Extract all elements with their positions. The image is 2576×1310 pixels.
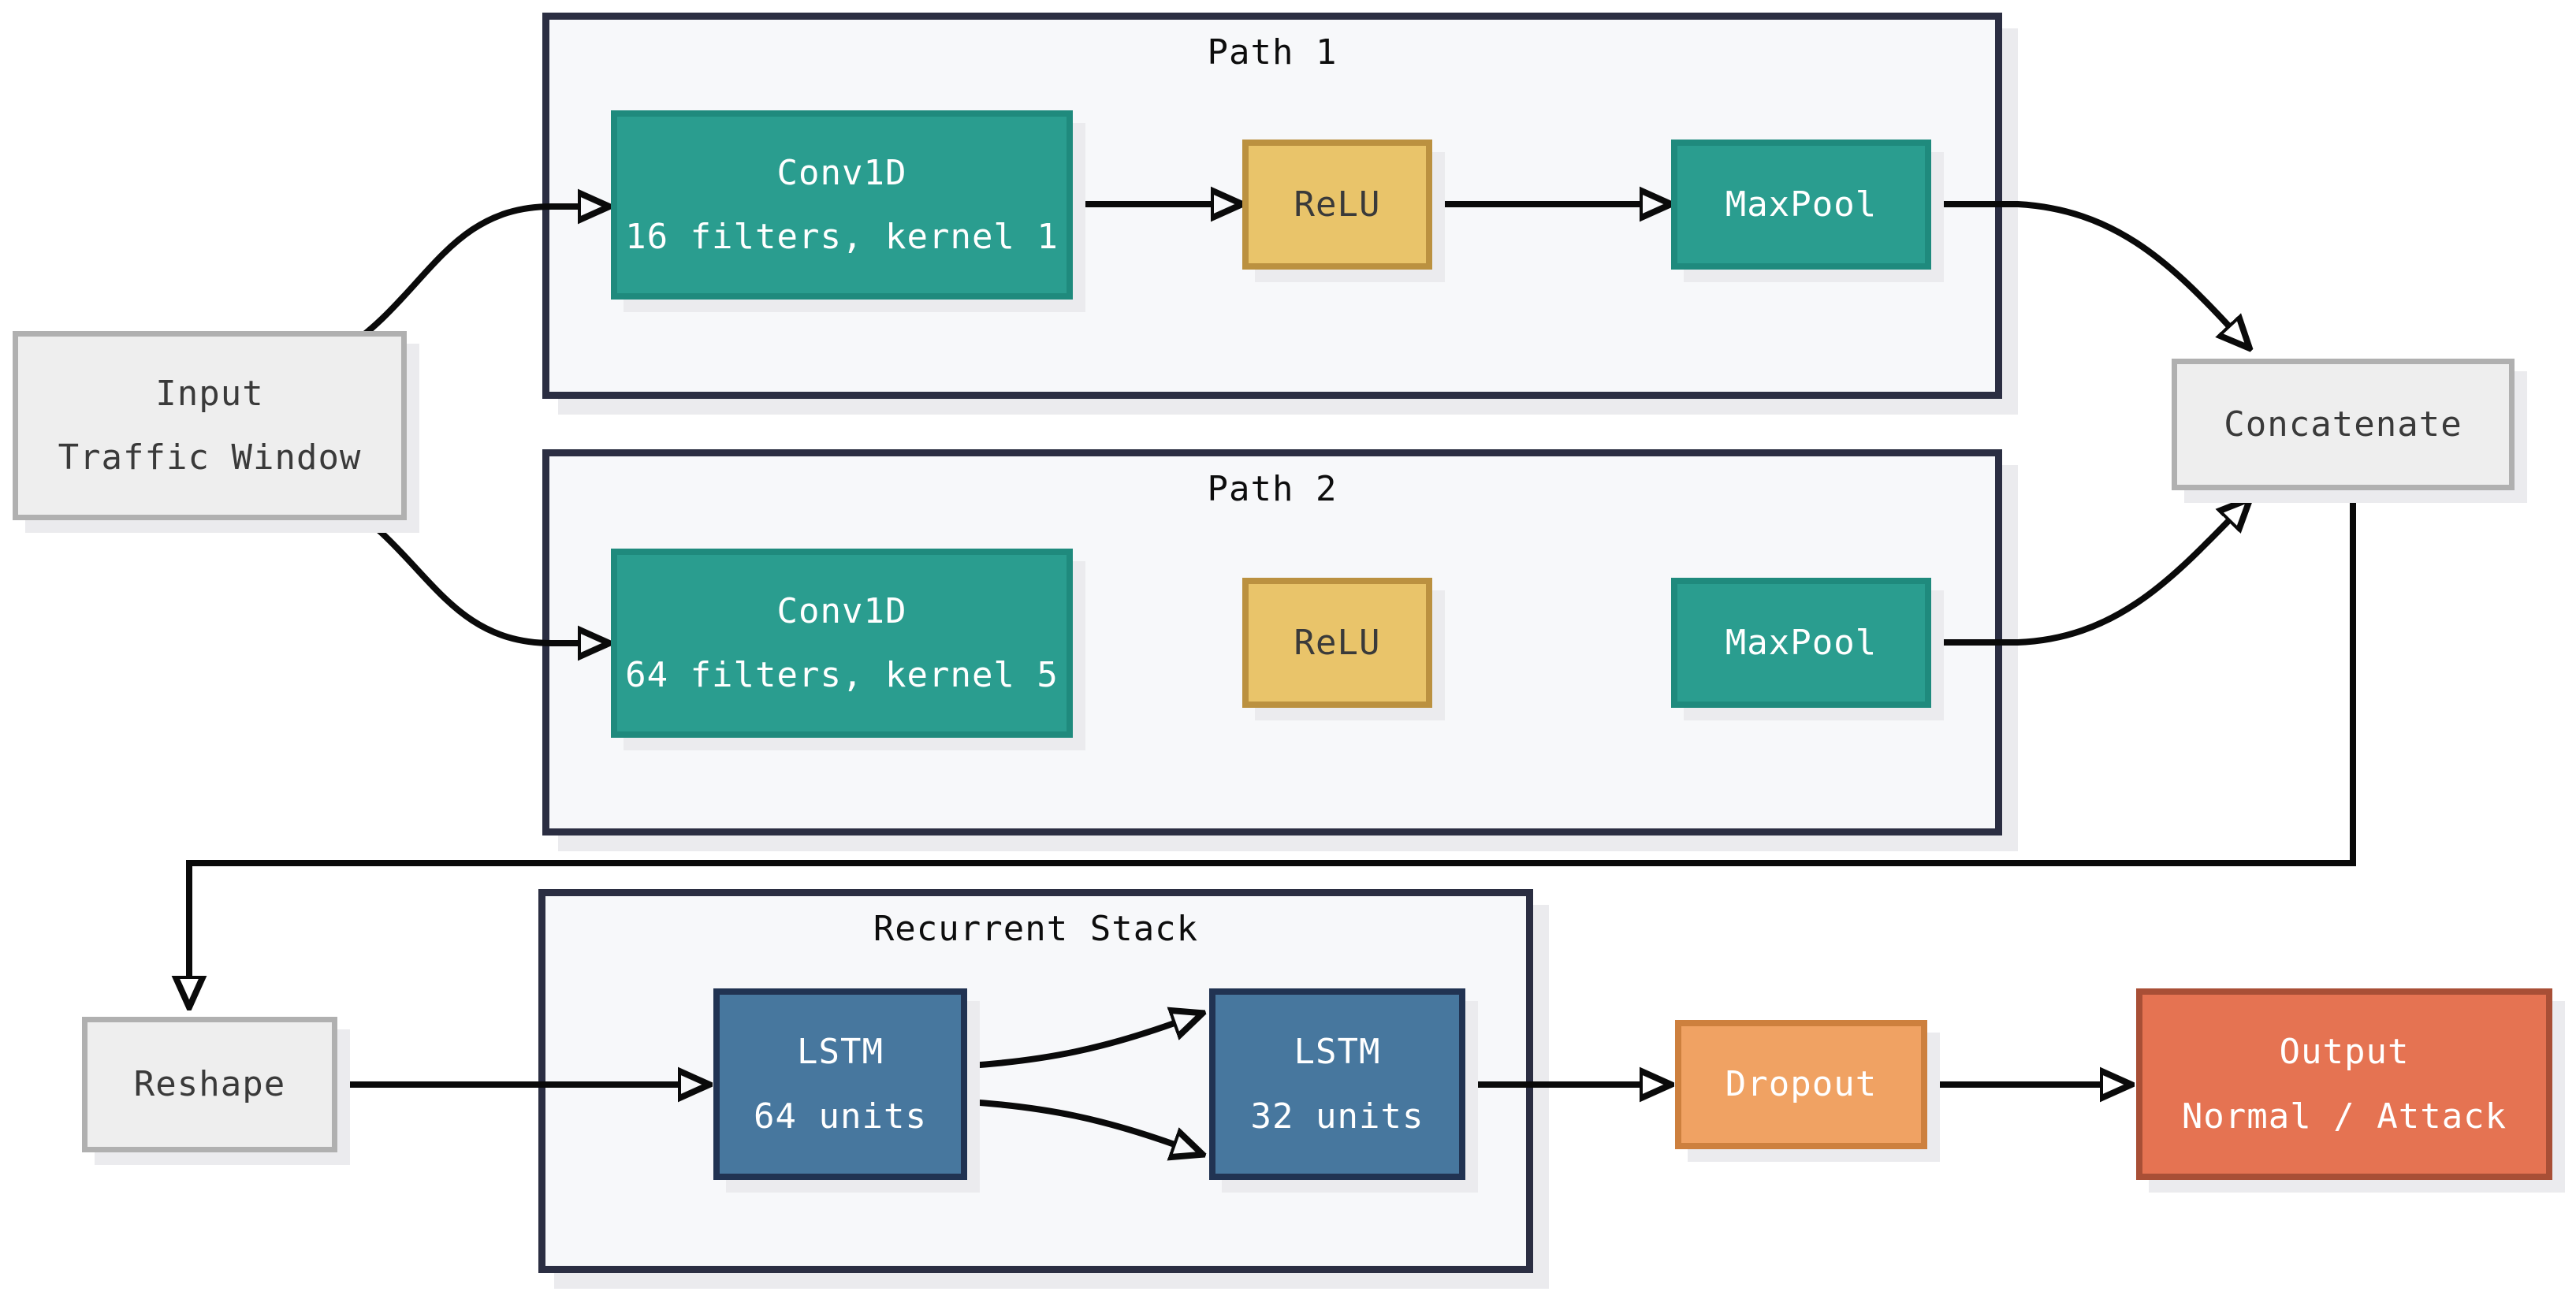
- node-lstm2-line1: LSTM: [1294, 1032, 1381, 1073]
- node-concatenate: Concatenate: [2172, 359, 2515, 490]
- node-maxpool-path1: MaxPool: [1671, 140, 1931, 270]
- node-input-line2: Traffic Window: [58, 437, 362, 478]
- node-conv1-line2: 16 filters, kernel 1: [625, 217, 1059, 257]
- node-conv2-line2: 64 filters, kernel 5: [625, 655, 1059, 695]
- node-output-line2: Normal / Attack: [2181, 1096, 2507, 1137]
- node-maxpool-path2: MaxPool: [1671, 578, 1931, 708]
- node-conv1d-path2: Conv1D 64 filters, kernel 5: [611, 549, 1073, 738]
- node-relu2-label: ReLU: [1294, 622, 1381, 663]
- node-dropout-label: Dropout: [1725, 1064, 1878, 1105]
- node-lstm1-line1: LSTM: [797, 1032, 884, 1073]
- node-maxpool2-label: MaxPool: [1725, 622, 1878, 663]
- node-output-line1: Output: [2279, 1032, 2410, 1073]
- node-input-traffic-window: Input Traffic Window: [13, 331, 407, 520]
- node-input-line1: Input: [155, 373, 264, 414]
- node-relu1-label: ReLU: [1294, 184, 1381, 225]
- node-lstm1-line2: 64 units: [754, 1096, 927, 1137]
- container-path1-title: Path 1: [1207, 32, 1338, 73]
- node-lstm-32: LSTM 32 units: [1209, 988, 1465, 1180]
- node-conv1-line1: Conv1D: [776, 152, 907, 193]
- container-recurrent-stack-title: Recurrent Stack: [873, 909, 1199, 949]
- node-relu-path1: ReLU: [1242, 140, 1432, 270]
- node-concatenate-label: Concatenate: [2224, 404, 2462, 445]
- node-reshape: Reshape: [82, 1017, 337, 1152]
- node-dropout: Dropout: [1675, 1020, 1927, 1149]
- node-lstm-64: LSTM 64 units: [713, 988, 967, 1180]
- node-output: Output Normal / Attack: [2136, 988, 2552, 1180]
- container-path2-title: Path 2: [1207, 469, 1338, 509]
- node-maxpool1-label: MaxPool: [1725, 184, 1878, 225]
- node-relu-path2: ReLU: [1242, 578, 1432, 708]
- node-conv2-line1: Conv1D: [776, 590, 907, 631]
- node-lstm2-line2: 32 units: [1250, 1096, 1424, 1137]
- node-conv1d-path1: Conv1D 16 filters, kernel 1: [611, 110, 1073, 300]
- node-reshape-label: Reshape: [133, 1064, 286, 1105]
